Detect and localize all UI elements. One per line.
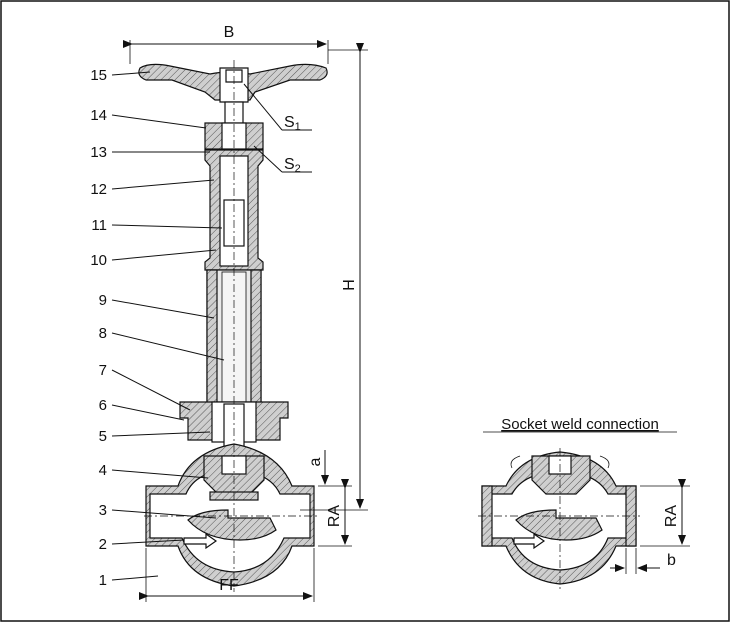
dimension-ra-label: RA: [326, 505, 343, 528]
main-valve: [138, 60, 328, 592]
dimension-ra: RA a: [307, 450, 352, 547]
dimension-b: B: [123, 24, 329, 64]
tube-wall-right: [250, 269, 262, 421]
socket-weld-detail: Socket weld connection RA b: [478, 416, 690, 592]
part-number: 10: [90, 252, 107, 269]
part-number: 2: [99, 536, 107, 553]
seal-s2-letter: S: [284, 156, 295, 173]
seal-labels: S1 S2: [284, 114, 301, 175]
leader-lines: [111, 71, 312, 581]
seal-label-s2: S2: [284, 156, 301, 175]
detail-ra-label: RA: [663, 505, 680, 528]
dimension-ff: FF: [139, 548, 315, 602]
part-number: 15: [90, 67, 107, 84]
seal-label-s1: S1: [284, 114, 301, 133]
part-number: 3: [99, 502, 107, 519]
dimension-h: H: [300, 43, 368, 511]
part-number: 7: [99, 362, 107, 379]
dimension-b-label: B: [224, 24, 235, 41]
part-numbers: 15 14 13 12 11 10 9 8 7 6 5 4 3 2 1: [90, 67, 107, 589]
flow-arrow-icon: [183, 532, 218, 550]
part-number: 9: [99, 292, 107, 309]
part-number: 1: [99, 572, 107, 589]
part-number: 13: [90, 144, 107, 161]
detail-seat-web: [515, 509, 603, 541]
dimension-a-label: a: [307, 457, 324, 466]
detail-flow-arrow-icon: [513, 532, 546, 550]
detail-disc: [531, 455, 591, 495]
detail-bonnet-outline: [510, 455, 610, 469]
part-number: 12: [90, 181, 107, 198]
part-number: 11: [91, 217, 107, 234]
dimension-ff-label: FF: [219, 577, 239, 594]
part-number: 4: [99, 462, 107, 479]
part-number: 8: [99, 325, 107, 342]
detail-caption: Socket weld connection: [501, 416, 659, 433]
dimension-b-small-label: b: [667, 552, 676, 569]
part-number: 6: [99, 397, 107, 414]
seal-s1-index: 1: [295, 121, 301, 133]
dimension-h-label: H: [341, 279, 358, 291]
seal-s1-letter: S: [284, 114, 295, 131]
part-number: 5: [99, 428, 107, 445]
part-number: 14: [90, 107, 107, 124]
seal-s2-index: 2: [295, 163, 301, 175]
tube-wall-left: [206, 269, 218, 421]
